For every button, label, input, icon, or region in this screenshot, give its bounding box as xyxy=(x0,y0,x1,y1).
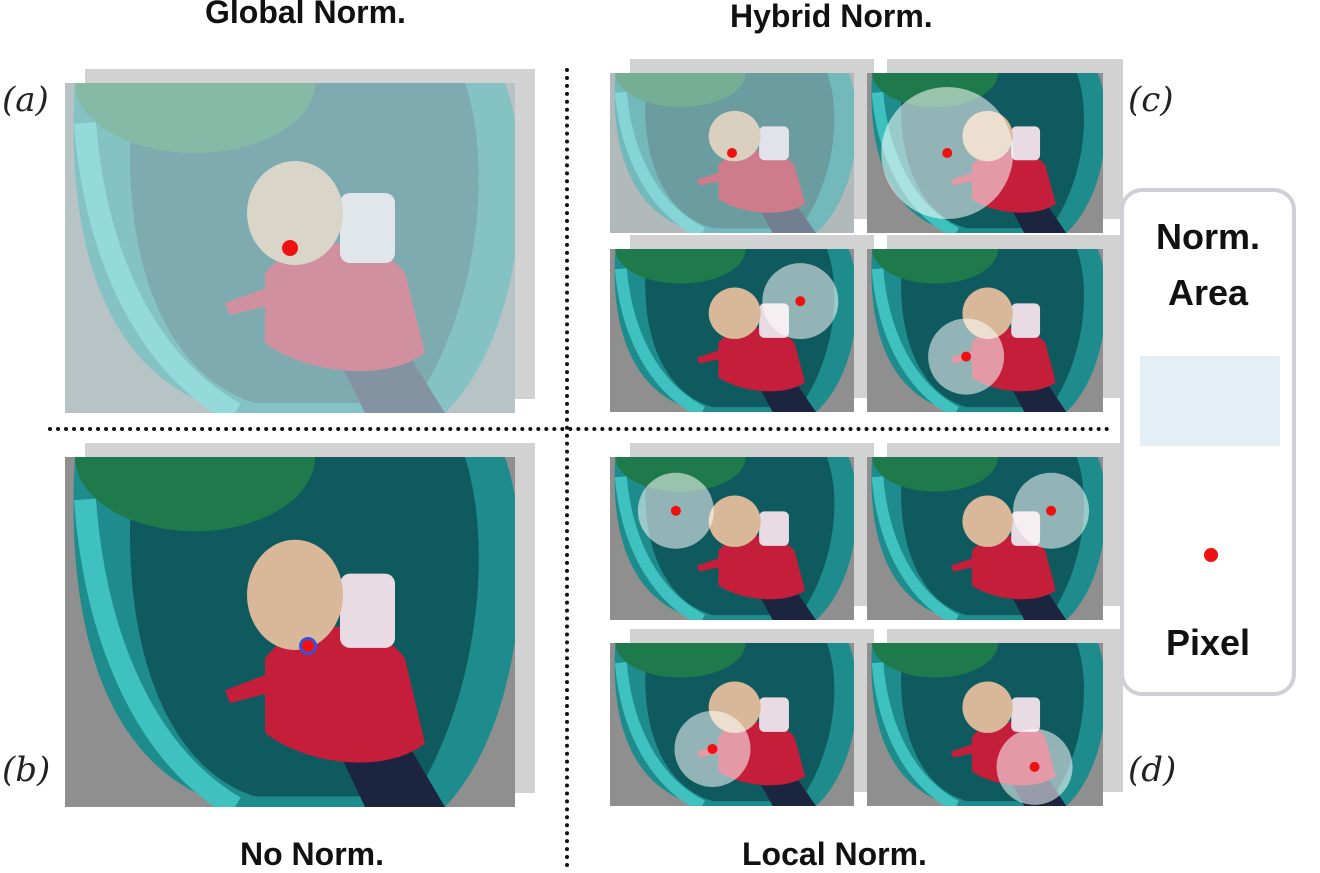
photo-hybrid-2 xyxy=(867,73,1103,233)
photo-local-3 xyxy=(610,643,854,806)
child-jacket xyxy=(718,536,806,600)
legend-norm-area-swatch xyxy=(1140,356,1280,446)
title-local-norm: Local Norm. xyxy=(742,836,927,872)
pixel-dot xyxy=(961,351,972,362)
slide-rim xyxy=(871,268,959,412)
slide-top xyxy=(872,249,999,284)
child-jacket xyxy=(265,626,425,763)
photo-no-norm xyxy=(65,457,515,807)
child-backpack xyxy=(759,511,789,546)
legend-box: Norm. Area Pixel xyxy=(1120,188,1296,696)
child-jacket xyxy=(971,536,1056,600)
pixel-dot xyxy=(942,148,953,158)
photo-hybrid-1 xyxy=(610,73,854,233)
legend-pixel-dot xyxy=(1204,548,1218,562)
slide-rim xyxy=(614,91,705,233)
child-backpack xyxy=(1011,697,1041,732)
photo-global-norm xyxy=(65,83,515,413)
child-hair xyxy=(247,539,343,651)
child-arm xyxy=(950,741,984,758)
photo-hybrid-4 xyxy=(867,249,1103,412)
child-hair xyxy=(708,287,761,339)
title-hybrid-norm: Hybrid Norm. xyxy=(730,0,933,34)
title-no-norm: No Norm. xyxy=(240,836,384,872)
child-hair xyxy=(708,110,761,162)
photo-local-2 xyxy=(867,457,1103,620)
pixel-dot xyxy=(707,743,718,754)
slide-top xyxy=(615,73,746,107)
vertical-divider xyxy=(565,68,569,868)
child-backpack xyxy=(759,697,789,732)
legend-norm-area-title: Norm. Area xyxy=(1124,218,1292,312)
slide-rim xyxy=(74,498,241,807)
panel-label-b: (b) xyxy=(2,750,51,790)
child-arm xyxy=(225,669,287,704)
child-hair xyxy=(962,681,1013,733)
child-hair xyxy=(708,495,761,547)
pixel-dot xyxy=(1046,505,1057,516)
child-backpack xyxy=(759,126,789,161)
horizontal-divider xyxy=(48,427,1110,431)
slide-top xyxy=(75,457,315,532)
child-arm xyxy=(696,170,731,186)
panel-label-d: (d) xyxy=(1128,750,1177,790)
panel-label-a: (a) xyxy=(2,80,49,120)
photo-canvas xyxy=(867,457,1103,620)
legend-norm-line: Norm. xyxy=(1155,216,1260,257)
legend-pixel-label: Pixel xyxy=(1165,622,1251,663)
title-global-norm: Global Norm. xyxy=(205,0,406,30)
pixel-dot xyxy=(302,640,314,652)
pixel-dot xyxy=(727,148,737,158)
photo-canvas xyxy=(867,249,1103,412)
slide-rim xyxy=(871,662,959,806)
pixel-dot xyxy=(282,240,298,256)
photo-canvas xyxy=(610,73,854,233)
slide-top xyxy=(615,643,746,678)
pixel-dot xyxy=(670,505,681,516)
photo-local-4 xyxy=(867,643,1103,806)
photo-canvas xyxy=(867,643,1103,806)
child-arm xyxy=(696,555,731,572)
photo-canvas xyxy=(610,457,854,620)
photo-local-1 xyxy=(610,457,854,620)
slide-top xyxy=(872,643,999,678)
slide-rim xyxy=(614,268,705,412)
child-backpack xyxy=(340,573,395,648)
child-backpack xyxy=(1011,303,1041,338)
slide-top xyxy=(615,249,746,284)
child-backpack xyxy=(1011,126,1041,161)
slide-rim xyxy=(614,662,705,806)
slide-rim xyxy=(614,476,705,620)
photo-canvas xyxy=(65,457,515,807)
photo-canvas xyxy=(610,249,854,412)
slide-rim xyxy=(871,476,959,620)
photo-canvas xyxy=(610,643,854,806)
legend-area-line: Area xyxy=(1167,271,1249,313)
photo-hybrid-3 xyxy=(610,249,854,412)
child-arm xyxy=(950,555,984,572)
panel-label-c: (c) xyxy=(1128,80,1174,120)
photo-canvas xyxy=(867,73,1103,233)
pixel-dot xyxy=(1029,761,1040,772)
slide-top xyxy=(872,457,999,492)
child-hair xyxy=(962,495,1013,547)
child-jacket xyxy=(718,150,806,213)
child-jacket xyxy=(718,328,806,392)
pixel-dot xyxy=(795,296,806,307)
photo-canvas xyxy=(65,83,515,413)
child-arm xyxy=(696,347,731,364)
